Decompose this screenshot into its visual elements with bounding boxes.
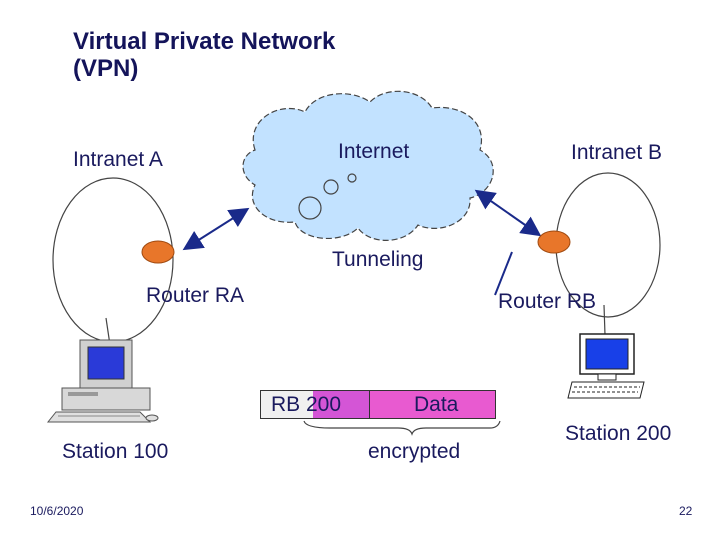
station-100-computer-icon <box>46 339 159 423</box>
station-200-label: Station 200 <box>565 422 672 445</box>
intranet-b-label: Intranet B <box>571 141 663 164</box>
arrow-ra-internet <box>182 207 250 251</box>
page-title: Virtual Private Network (VPN) <box>73 28 335 82</box>
router-ra-icon <box>141 240 175 264</box>
arrow-internet-rb <box>474 189 542 237</box>
packet-header: RB 200 <box>261 391 369 418</box>
encrypted-brace <box>303 420 501 436</box>
packet: RB 200 Data <box>260 390 496 419</box>
title-line-1: Virtual Private Network <box>73 28 336 55</box>
intranet-a-label: Intranet A <box>73 148 163 171</box>
router-rb-label: Router RB <box>498 290 597 313</box>
router-ra-label: Router RA <box>146 284 245 307</box>
station-200-computer-icon <box>567 333 645 399</box>
packet-header-label: RB 200 <box>271 393 342 416</box>
footer-date: 10/6/2020 <box>30 504 84 518</box>
station-100-label: Station 100 <box>62 440 169 463</box>
packet-data: Data <box>369 391 495 418</box>
internet-label: Internet <box>338 140 410 163</box>
router-rb-icon <box>537 230 571 254</box>
title-line-2: (VPN) <box>73 55 139 82</box>
packet-data-label: Data <box>414 393 459 416</box>
page-number: 22 <box>679 504 693 518</box>
tunnel-pointer-line <box>494 251 513 296</box>
encrypted-label: encrypted <box>368 440 461 463</box>
tunneling-label: Tunneling <box>332 248 424 271</box>
internet-cloud <box>242 90 494 241</box>
